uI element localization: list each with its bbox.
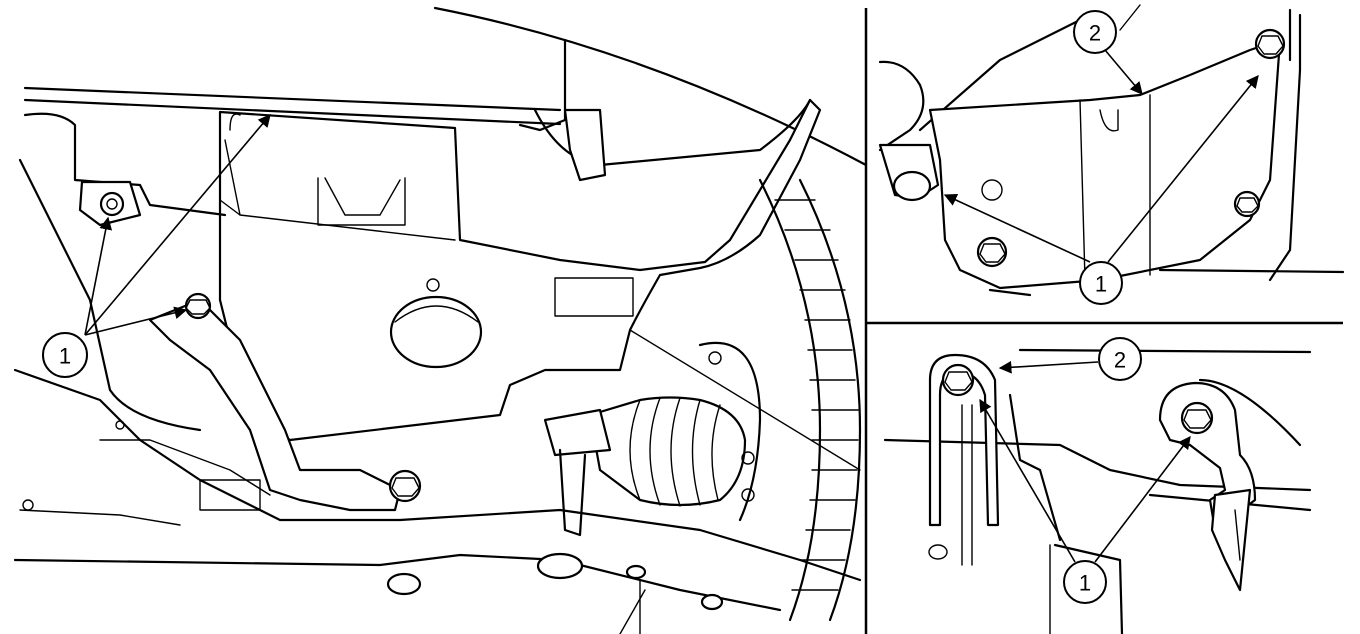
clip-tab <box>563 108 607 182</box>
callout-br-1: 1 <box>979 398 1191 604</box>
tr-bottom-edge <box>1158 268 1345 274</box>
tr-bolt-lower <box>976 236 1008 268</box>
bolt-crossmember <box>22 420 724 611</box>
upper-rail-lower <box>23 98 562 126</box>
callout-tr-2: 2 <box>1073 10 1143 95</box>
hub-stud-1 <box>708 351 722 365</box>
cv-boot <box>588 396 747 507</box>
tr-bottom-lip <box>988 288 1032 297</box>
leader-to-top-bolt <box>1107 75 1259 263</box>
plate-left-fold <box>224 113 241 216</box>
hub-stud-3 <box>741 488 755 502</box>
tr-left-mount-bore <box>892 170 932 202</box>
br-clip-line <box>1234 509 1241 561</box>
callout-number: 2 <box>1114 348 1126 373</box>
lower-bracket-stem-2 <box>619 589 646 634</box>
tr-bracket-plate <box>928 38 1282 290</box>
axle-stub <box>558 448 587 537</box>
tie-rod-line <box>629 329 861 471</box>
br-top-rail <box>1018 348 1312 354</box>
crossmember-inner <box>99 439 271 496</box>
tr-left-curve <box>878 60 925 152</box>
leader-to-right-bolt <box>1094 435 1191 563</box>
leader-to-link-bolt <box>84 306 188 336</box>
callout-circle <box>1098 337 1142 381</box>
callout-circle <box>42 332 88 378</box>
callout-number: 2 <box>1089 21 1101 46</box>
br-bolt-right <box>1180 401 1214 435</box>
bolt-link-lower <box>388 469 422 503</box>
callout-circle <box>1063 560 1107 604</box>
tr-slot <box>1099 109 1119 132</box>
tr-top-line <box>1119 4 1141 31</box>
callout-br-2: 2 <box>998 337 1142 381</box>
axle-shaft <box>543 408 612 457</box>
callout-circle <box>1079 261 1123 305</box>
detail-bottom-right: 2 1 <box>883 337 1312 634</box>
tr-small-hole <box>981 179 1003 201</box>
plate-small-hole <box>426 278 440 292</box>
leader-to-left-bolt <box>84 216 113 336</box>
leader-to-left-bolt <box>979 398 1076 563</box>
tire-outer-edge <box>798 178 862 622</box>
tire-tread <box>774 199 859 591</box>
plate-inner-edge <box>219 111 456 241</box>
leader-to-left-mount <box>943 194 1091 263</box>
left-lower-contour <box>18 158 202 432</box>
tr-plate-folds <box>1079 94 1151 281</box>
stabilizer-link <box>148 298 402 512</box>
crossmember-upper <box>13 368 862 582</box>
tr-bolt-top <box>1254 28 1286 60</box>
crossmember-block <box>199 479 261 511</box>
upper-bracket-line <box>518 38 567 132</box>
leader-to-bracket <box>1104 49 1143 95</box>
leader-to-u-bracket <box>998 360 1099 374</box>
plate-label-pad <box>554 277 634 317</box>
detail-top-right: 2 1 <box>878 4 1345 305</box>
callout-number: 1 <box>1095 272 1107 297</box>
callout-number: 1 <box>1079 571 1091 596</box>
access-hole-lip <box>394 305 479 323</box>
br-small-washer <box>928 544 948 560</box>
callout-number: 1 <box>59 344 71 369</box>
callout-main-1: 1 <box>42 114 271 378</box>
crossmember-lower <box>13 553 782 612</box>
upper-rail <box>23 86 562 112</box>
br-bolt-left <box>941 363 975 397</box>
leader-to-upper-plate <box>84 114 271 336</box>
tr-upper-diagonal <box>918 18 1082 132</box>
br-lower-plate <box>1053 543 1124 634</box>
bolt-left-bracket <box>99 191 125 217</box>
splash-shield-plate <box>218 98 822 442</box>
main-view: 1 <box>13 6 868 634</box>
tire-inner-edge <box>758 178 822 622</box>
tr-bolt-right <box>1233 190 1261 218</box>
plate-recess <box>317 177 406 226</box>
crossmember-mid <box>19 509 181 526</box>
hub-stud-2 <box>741 451 755 465</box>
cv-boot-ribs <box>629 397 721 507</box>
br-clip <box>1210 488 1252 592</box>
callout-circle <box>1073 10 1117 54</box>
br-right-curve <box>1198 378 1302 447</box>
plate-access-hole <box>389 295 483 369</box>
tr-right-rail <box>1268 8 1302 282</box>
br-left-stem <box>1008 393 1062 542</box>
hub-outline <box>698 341 762 522</box>
callout-tr-1: 1 <box>943 75 1259 305</box>
bolt-link-upper <box>184 292 212 320</box>
panel-dividers <box>864 8 1343 634</box>
